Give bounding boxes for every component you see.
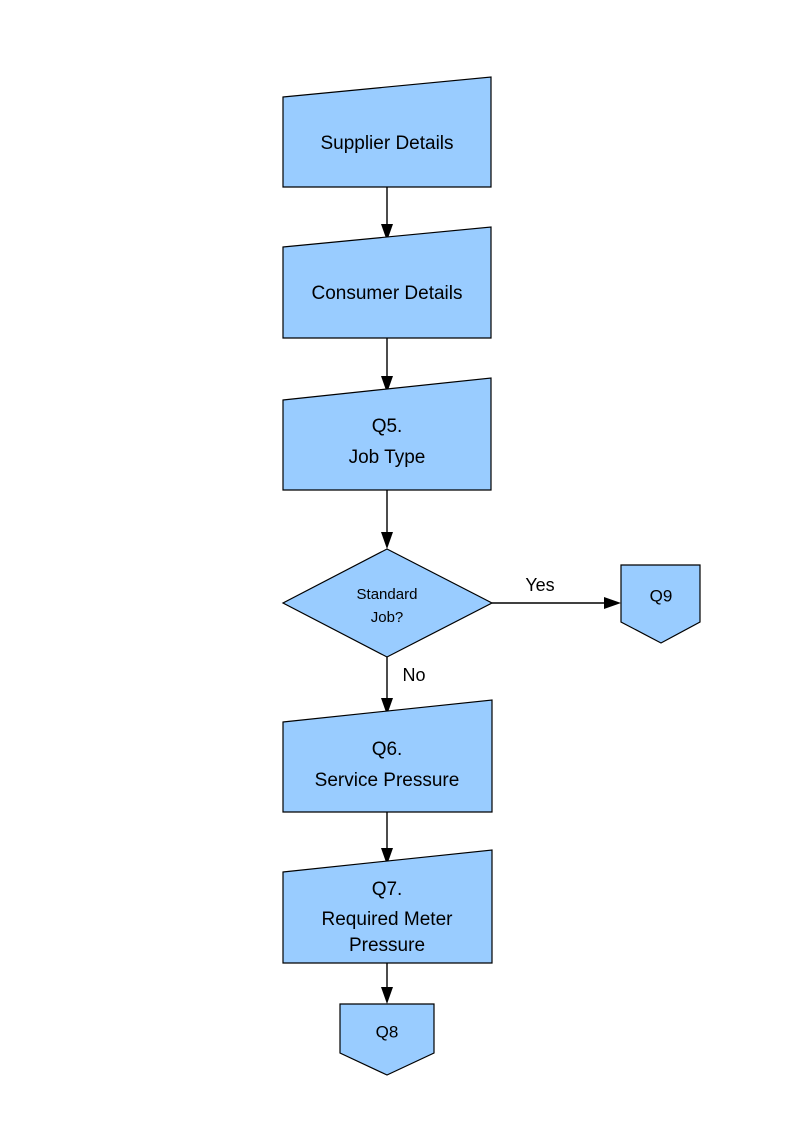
node-label-q6-line1: Q6. [372, 739, 403, 760]
edge-supplier-to-consumer [381, 187, 393, 241]
node-label-decision-line1: Standard [357, 586, 418, 603]
node-q9-connector[interactable]: Q9 [620, 564, 701, 644]
node-label-q7-line2: Required Meter [322, 909, 454, 930]
node-consumer-details[interactable]: Consumer Details [282, 226, 492, 339]
node-label-q5-line1: Q5. [372, 416, 403, 437]
edge-q6-to-q7 [381, 812, 393, 865]
node-standard-job-decision[interactable]: Standard Job? [281, 548, 494, 658]
node-q8-connector[interactable]: Q8 [339, 1003, 435, 1076]
node-shape-slanted-top[interactable] [282, 76, 492, 188]
node-q7-required-meter-pressure[interactable]: Q7. Required Meter Pressure [282, 849, 493, 964]
arrowhead-icon [381, 848, 393, 865]
node-shape-shield[interactable] [620, 564, 701, 644]
arrowhead-icon [604, 597, 621, 609]
edge-consumer-to-q5 [381, 338, 393, 393]
node-shape-slanted-top[interactable] [282, 377, 492, 491]
node-label-q8: Q8 [376, 1022, 399, 1041]
node-label-q7-line1: Q7. [372, 879, 403, 900]
arrowhead-icon [381, 532, 393, 549]
node-shape-shield[interactable] [339, 1003, 435, 1076]
node-shape-slanted-top[interactable] [282, 226, 492, 339]
edge-label-yes: Yes [525, 575, 554, 595]
arrowhead-icon [381, 698, 393, 715]
node-supplier-details[interactable]: Supplier Details [282, 76, 492, 188]
arrowhead-icon [381, 224, 393, 241]
arrowhead-icon [381, 376, 393, 393]
node-shape-slanted-top[interactable] [282, 849, 493, 964]
node-label-q9: Q9 [650, 586, 673, 605]
node-label-q5-line2: Job Type [349, 447, 426, 468]
node-q5-job-type[interactable]: Q5. Job Type [282, 377, 492, 491]
node-label-supplier-details: Supplier Details [320, 133, 453, 154]
node-q6-service-pressure[interactable]: Q6. Service Pressure [282, 699, 493, 813]
node-shape-diamond[interactable] [281, 548, 494, 658]
node-label-q7-line3: Pressure [349, 935, 425, 956]
arrowhead-icon [381, 987, 393, 1004]
node-label-consumer-details: Consumer Details [312, 283, 463, 304]
edge-decision-to-q6-no [381, 657, 393, 715]
edge-q5-to-decision [381, 490, 393, 549]
node-label-decision-line2: Job? [371, 609, 404, 626]
node-shape-slanted-top[interactable] [282, 699, 493, 813]
edge-label-no: No [402, 665, 425, 685]
edge-q7-to-q8 [381, 963, 393, 1004]
node-label-q6-line2: Service Pressure [315, 770, 460, 791]
edge-decision-to-q9-yes [492, 597, 621, 609]
